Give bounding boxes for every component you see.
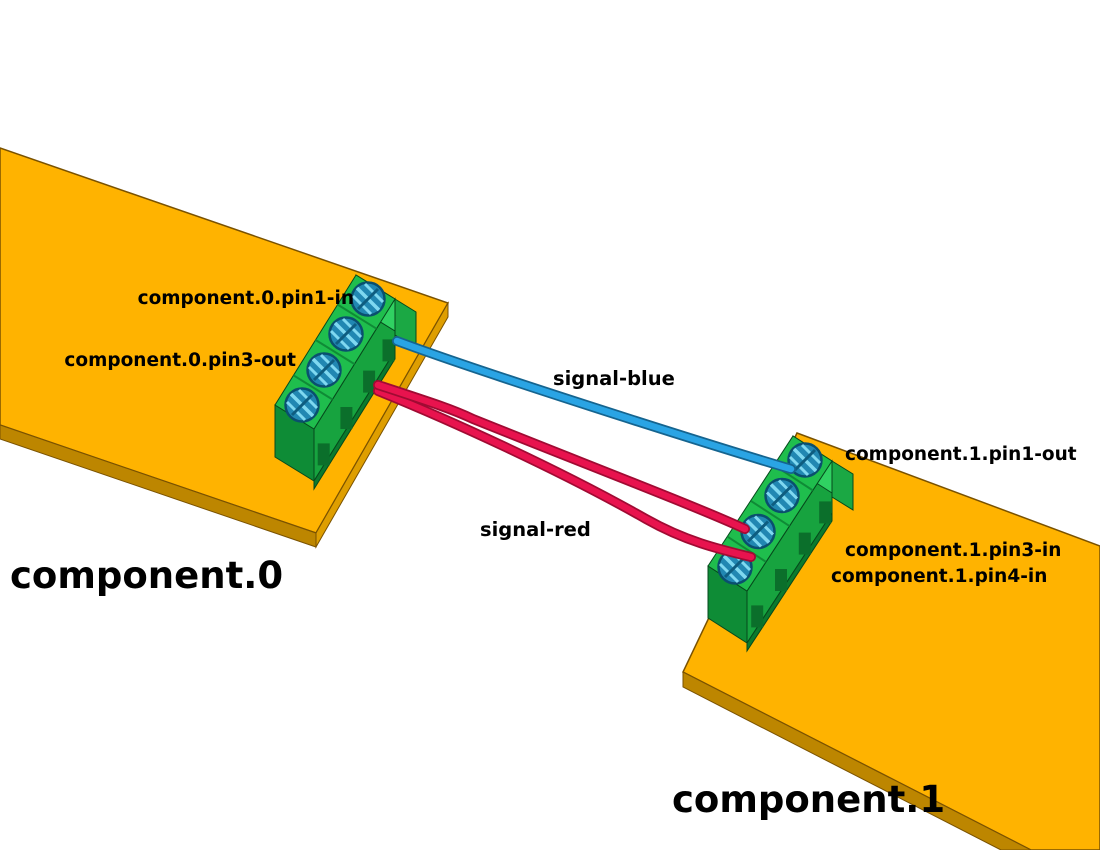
wire-blue-core — [393, 337, 795, 473]
screw-terminal — [305, 351, 343, 389]
labels: component.0.pin1-in component.0.pin3-out… — [10, 288, 1077, 821]
screw-terminal — [763, 477, 801, 514]
wire-red-b-core — [374, 387, 755, 561]
wire-signal-red — [373, 380, 756, 562]
screw-terminal — [349, 280, 387, 318]
pin-label-component0-pin1-in: component.0.pin1-in — [138, 288, 354, 309]
signal-label-red: signal-red — [480, 518, 591, 541]
connector0-notches — [317, 339, 395, 466]
connector1-notches — [751, 501, 832, 628]
board1-front-edge — [682, 671, 1032, 850]
board-label-component-0: component.0 — [10, 554, 283, 597]
terminal-block-component-0 — [274, 274, 417, 491]
board-label-component-1: component.1 — [672, 778, 945, 821]
connector1-side-tab — [831, 460, 854, 511]
screw-terminal — [283, 386, 321, 424]
pin-label-component1-pin1-out: component.1.pin1-out — [845, 444, 1077, 465]
wire-signal-blue — [392, 336, 796, 474]
wire-red-a-core — [374, 381, 749, 533]
pin-label-component1-pin4-in: component.1.pin4-in — [831, 566, 1047, 587]
connector0-separators — [292, 303, 378, 401]
pin-label-component0-pin3-out: component.0.pin3-out — [64, 350, 296, 371]
screw-terminal — [327, 315, 365, 353]
board0-front-edge — [0, 424, 317, 548]
pin-label-component1-pin3-in: component.1.pin3-in — [845, 540, 1061, 561]
signal-label-blue: signal-blue — [553, 367, 675, 390]
